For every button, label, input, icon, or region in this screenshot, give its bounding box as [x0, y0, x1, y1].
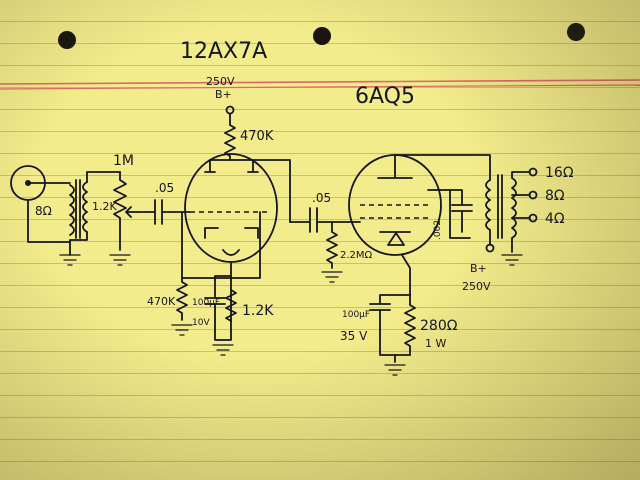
cathode-resistor-2-power-label: 1 W	[425, 337, 446, 350]
grid-resistor-1	[171, 211, 261, 336]
grid-resistor-1-label: 470K	[147, 295, 176, 308]
tap-16-label: 16Ω	[545, 165, 574, 181]
output-transformer	[485, 167, 538, 266]
plate-cap	[449, 189, 473, 233]
plate-cap-label: .002	[433, 220, 443, 240]
plate-resistor-1-label: 470K	[240, 129, 274, 144]
power-tube	[348, 154, 491, 296]
input-jack	[10, 165, 71, 243]
tap-8-label: 8Ω	[545, 188, 565, 204]
grid-resistor-2	[321, 221, 343, 283]
tap-4-label: 4Ω	[545, 211, 565, 227]
right-bplus-label: B+	[470, 262, 487, 275]
input-impedance-label: 8Ω	[35, 204, 52, 218]
coupling-cap-2	[289, 207, 361, 233]
cathode-resistor-2-label: 280Ω	[420, 318, 458, 334]
volume-pot-label: 1M	[113, 153, 134, 169]
bypass-cap-1-voltage-label: 10V	[192, 318, 210, 328]
bypass-cap-2-value-label: 100µF	[342, 310, 370, 320]
cathode-network-1	[204, 275, 237, 356]
cathode-resistor-1-label: 1.2K	[242, 303, 274, 319]
top-bplus-label: B+	[215, 88, 232, 101]
binder-holes	[58, 23, 585, 49]
plate-resistor-1	[224, 105, 236, 161]
input-transformer	[59, 171, 121, 266]
input-xfmr-label: 1.2K	[92, 200, 117, 213]
bypass-cap-2-voltage-label: 35 V	[340, 329, 368, 343]
grid-resistor-2-label: 2.2MΩ	[340, 250, 373, 261]
power-tube-label: 6AQ5	[355, 84, 415, 109]
red-margin-lines	[0, 79, 640, 90]
coupling-cap-1	[137, 199, 191, 225]
preamp-tube	[184, 153, 291, 291]
volume-pot	[109, 171, 139, 266]
cathode-network-2	[369, 294, 416, 376]
coupling-cap-1-label: .05	[155, 181, 174, 195]
bypass-cap-1-value-label: 100µF	[192, 298, 220, 308]
coupling-cap-2-label: .05	[312, 191, 331, 205]
preamp-tube-label: 12AX7A	[180, 39, 267, 64]
top-voltage-label: 250V	[206, 75, 235, 88]
right-voltage-label: 250V	[462, 280, 491, 293]
